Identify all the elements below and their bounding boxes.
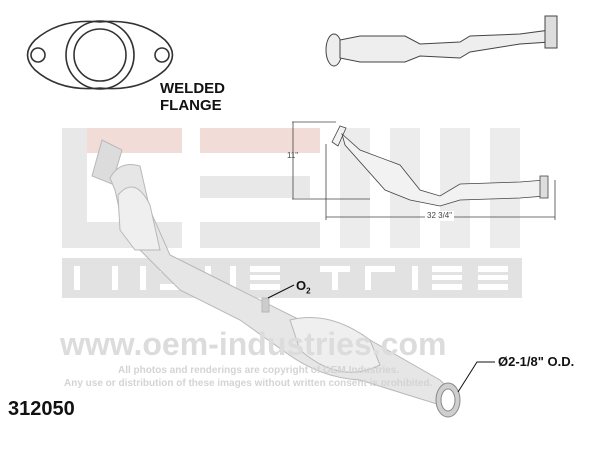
flange-drawing <box>26 20 174 90</box>
flange-label: WELDED FLANGE <box>160 80 225 114</box>
watermark-logo <box>62 128 522 298</box>
part-number: 312050 <box>8 398 75 420</box>
flange-label-line-2: FLANGE <box>160 97 222 114</box>
thumbnail-view <box>325 15 558 67</box>
flange-label-line-1: WELDED <box>160 80 225 97</box>
copyright-line-1: All photos and renderings are copyright … <box>118 365 400 376</box>
watermark-url: www.oem-industries.com <box>60 326 447 362</box>
side-view <box>292 121 556 220</box>
o2-sensor-callout: O2 <box>296 278 311 296</box>
outer-diameter-callout: Ø2-1/8" O.D. <box>498 354 575 369</box>
callout-lines <box>267 284 495 393</box>
height-dimension: 11" <box>287 151 299 160</box>
o2-label: O <box>296 278 307 293</box>
o2-subscript: 2 <box>306 286 311 296</box>
copyright-line-2: Any use or distribution of these images … <box>64 378 433 389</box>
length-dimension: 32 3/4" <box>425 211 455 221</box>
main-pipe <box>91 139 461 418</box>
